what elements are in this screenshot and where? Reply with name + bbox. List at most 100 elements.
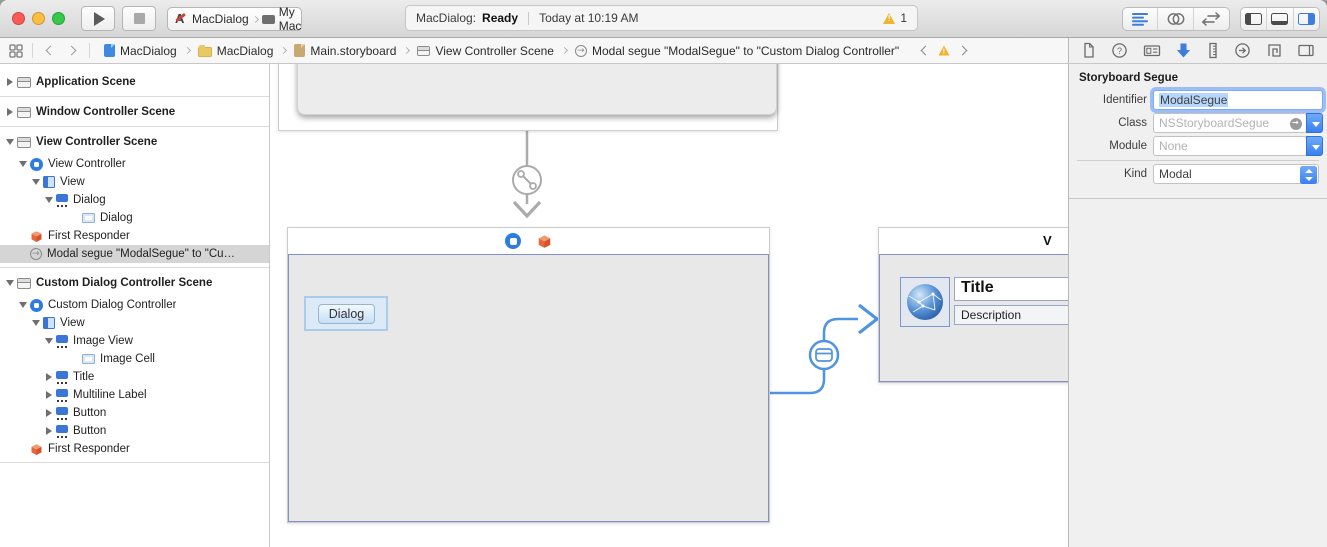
view-controller-icon[interactable] <box>505 233 521 249</box>
scheme-selector[interactable]: A MacDialog My Mac <box>167 5 302 33</box>
close-window-button[interactable] <box>12 12 25 25</box>
chevron-right-icon <box>403 46 411 55</box>
dialog-button-label: Dialog <box>328 307 365 321</box>
quick-help-inspector-tab[interactable]: ? <box>1111 42 1128 59</box>
class-dropdown-button[interactable] <box>1306 113 1323 133</box>
sidebar-item-image-view[interactable]: Image View <box>0 332 269 350</box>
selected-control-bounds[interactable]: Dialog <box>304 296 388 331</box>
warning-icon[interactable] <box>938 45 950 56</box>
disclosure-triangle[interactable] <box>4 108 15 116</box>
go-back-button[interactable] <box>45 45 56 56</box>
previous-issue-button[interactable] <box>920 45 931 56</box>
sidebar-item-view[interactable]: View <box>0 173 269 191</box>
breadcrumb-item-segue[interactable]: Modal segue "ModalSegue" to "Custom Dial… <box>574 44 899 58</box>
next-issue-button[interactable] <box>957 45 968 56</box>
module-dropdown-button[interactable] <box>1306 136 1323 156</box>
sidebar-item-button-1[interactable]: Button <box>0 404 269 422</box>
custom-dialog-controller-scene[interactable]: V <box>878 227 1068 383</box>
scene-icon <box>417 45 431 56</box>
disclosure-triangle[interactable] <box>43 409 54 417</box>
disclosure-triangle[interactable] <box>43 338 54 344</box>
sidebar-item-view[interactable]: View <box>0 314 269 332</box>
sidebar-item-view-controller[interactable]: View Controller <box>0 155 269 173</box>
sidebar-item-dialog-button[interactable]: Dialog <box>0 191 269 209</box>
disclosure-triangle[interactable] <box>43 197 54 203</box>
image-view[interactable] <box>900 277 950 327</box>
breadcrumb-item-scene[interactable]: View Controller Scene <box>417 44 554 58</box>
sidebar-item-multiline-label[interactable]: Multiline Label <box>0 386 269 404</box>
sidebar-item-first-responder-2[interactable]: First Responder <box>0 440 269 458</box>
disclosure-triangle[interactable] <box>4 280 15 286</box>
disclosure-triangle[interactable] <box>30 320 41 326</box>
content-area: Application Scene Window Controller Scen… <box>0 64 1327 547</box>
sidebar-item-application-scene[interactable]: Application Scene <box>0 72 269 92</box>
stop-button[interactable] <box>122 6 156 31</box>
view-controller-view[interactable]: Dialog <box>288 254 769 522</box>
outline-label: Dialog <box>100 212 133 224</box>
disclosure-triangle[interactable] <box>43 391 54 399</box>
sidebar-item-custom-dialog-controller[interactable]: Custom Dialog Controller <box>0 296 269 314</box>
view-controller-scene[interactable]: Dialog <box>287 227 770 523</box>
jump-to-class-icon[interactable] <box>1290 117 1302 130</box>
disclosure-triangle[interactable] <box>43 373 54 381</box>
breadcrumb-label: MacDialog <box>120 43 177 58</box>
zoom-window-button[interactable] <box>52 12 65 25</box>
size-inspector-tab[interactable] <box>1206 42 1220 59</box>
window-chrome[interactable] <box>297 64 777 115</box>
activity-viewer[interactable]: MacDialog: Ready Today at 10:19 AM 1 <box>405 5 918 31</box>
sidebar-item-modal-segue[interactable]: Modal segue "ModalSegue" to "Cu… <box>0 245 269 263</box>
sidebar-item-title[interactable]: Title <box>0 368 269 386</box>
toggle-utilities-button[interactable] <box>1294 8 1319 30</box>
disclosure-triangle[interactable] <box>17 161 28 167</box>
sidebar-item-view-controller-scene[interactable]: View Controller Scene <box>0 132 269 152</box>
storyboard-document-icon <box>294 44 306 57</box>
segue-connector-show[interactable] <box>512 131 542 219</box>
breadcrumb-item-project[interactable]: MacDialog <box>104 44 177 58</box>
popup-stepper-icon[interactable] <box>1300 165 1317 184</box>
toggle-debug-area-button[interactable] <box>1267 8 1294 30</box>
connections-inspector-tab[interactable] <box>1234 42 1251 59</box>
sidebar-item-dialog-cell[interactable]: Dialog <box>0 209 269 227</box>
disclosure-triangle[interactable] <box>4 139 15 145</box>
sidebar-item-custom-dialog-controller-scene[interactable]: Custom Dialog Controller Scene <box>0 273 269 293</box>
title-label[interactable]: Title <box>954 277 1068 301</box>
object-library-tab[interactable] <box>1266 42 1283 59</box>
warning-icon[interactable] <box>883 12 896 24</box>
module-field[interactable]: None <box>1153 136 1307 156</box>
storyboard-canvas[interactable]: Dialog V <box>270 64 1068 547</box>
version-editor-button[interactable] <box>1194 8 1229 30</box>
sidebar-item-window-controller-scene[interactable]: Window Controller Scene <box>0 102 269 122</box>
disclosure-triangle[interactable] <box>30 179 41 185</box>
minimize-window-button[interactable] <box>32 12 45 25</box>
window-controller-scene[interactable] <box>278 64 778 131</box>
attributes-inspector-tab[interactable] <box>1175 42 1192 59</box>
disclosure-triangle[interactable] <box>43 427 54 435</box>
description-label[interactable]: Description <box>954 305 1068 325</box>
dialog-push-button[interactable]: Dialog <box>318 304 375 324</box>
go-forward-button[interactable] <box>66 45 77 56</box>
breadcrumb-item-group[interactable]: MacDialog <box>197 44 273 58</box>
related-items-icon[interactable] <box>8 43 24 59</box>
segue-connector-modal[interactable] <box>770 303 880 395</box>
assistant-editor-button[interactable] <box>1158 8 1194 30</box>
divider <box>89 43 90 58</box>
identity-inspector-tab[interactable] <box>1143 42 1161 59</box>
standard-editor-button[interactable] <box>1123 8 1159 30</box>
kind-popup[interactable]: Modal <box>1153 164 1319 184</box>
scheme-name: MacDialog <box>192 12 249 26</box>
sidebar-item-first-responder[interactable]: First Responder <box>0 227 269 245</box>
warning-count[interactable]: 1 <box>900 11 907 25</box>
toggle-navigator-button[interactable] <box>1241 8 1268 30</box>
disclosure-triangle[interactable] <box>17 302 28 308</box>
first-responder-icon[interactable] <box>537 234 552 249</box>
sidebar-item-image-cell[interactable]: Image Cell <box>0 350 269 368</box>
disclosure-triangle[interactable] <box>4 78 15 86</box>
media-library-tab[interactable] <box>1297 42 1315 59</box>
breadcrumb-item-storyboard[interactable]: Main.storyboard <box>294 44 396 58</box>
run-button[interactable] <box>81 6 115 31</box>
custom-dialog-view[interactable]: Title Description <box>879 254 1068 382</box>
identifier-field[interactable]: ModalSegue <box>1153 90 1323 110</box>
class-field[interactable]: NSStoryboardSegue <box>1153 113 1307 133</box>
sidebar-item-button-2[interactable]: Button <box>0 422 269 440</box>
file-inspector-tab[interactable] <box>1081 42 1097 59</box>
